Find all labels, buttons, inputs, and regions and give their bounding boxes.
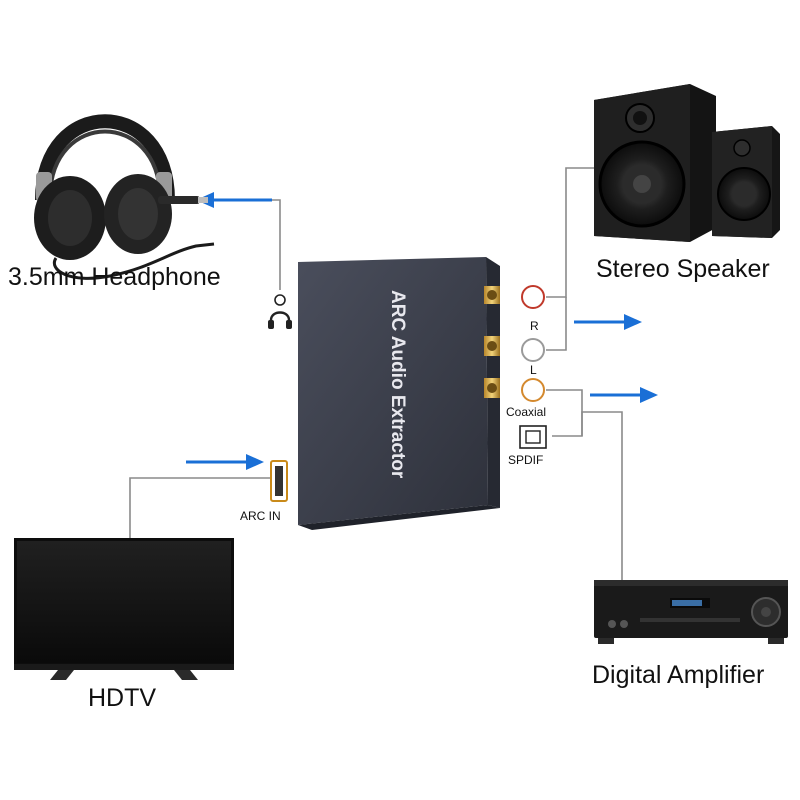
hdtv-label: HDTV bbox=[88, 684, 156, 712]
coaxial-label: Coaxial bbox=[506, 405, 546, 419]
hdtv-image bbox=[14, 538, 234, 680]
hdtv-wire bbox=[129, 477, 272, 540]
wires bbox=[129, 167, 623, 580]
hdmi-port-icon bbox=[270, 460, 288, 502]
arrow-to-extractor-arc bbox=[186, 454, 264, 470]
headphone-label: 3.5mm Headphone bbox=[8, 263, 221, 291]
headphone-icon bbox=[268, 294, 292, 329]
headphones-image bbox=[34, 114, 215, 280]
digital-amplifier-image bbox=[594, 580, 788, 644]
rca-r-ring bbox=[521, 285, 545, 309]
arc-audio-extractor: ARC Audio Extractor bbox=[298, 257, 500, 530]
arrow-to-speaker bbox=[574, 314, 642, 330]
arc-in-label: ARC IN bbox=[240, 509, 281, 523]
rca-l-ring bbox=[521, 338, 545, 362]
device-jack-r bbox=[484, 286, 500, 304]
arrows bbox=[186, 192, 658, 470]
speaker-wire-r bbox=[546, 167, 595, 298]
amplifier-label: Digital Amplifier bbox=[592, 661, 764, 689]
device-jack-coaxial bbox=[484, 378, 500, 398]
rca-r-label: R bbox=[530, 319, 539, 333]
speaker-wire-l bbox=[546, 297, 567, 351]
rca-l-label: L bbox=[530, 363, 537, 377]
device-title: ARC Audio Extractor bbox=[387, 290, 408, 479]
stereo-speakers-image bbox=[594, 84, 780, 242]
spdif-label: SPDIF bbox=[508, 453, 543, 467]
arrow-to-amplifier bbox=[590, 387, 658, 403]
speaker-label: Stereo Speaker bbox=[596, 255, 770, 283]
coax-ring bbox=[521, 378, 545, 402]
device-jack-l bbox=[484, 336, 500, 356]
coax-wire bbox=[546, 389, 583, 437]
spdif-port-icon bbox=[519, 425, 547, 449]
amplifier-wire bbox=[581, 411, 623, 580]
